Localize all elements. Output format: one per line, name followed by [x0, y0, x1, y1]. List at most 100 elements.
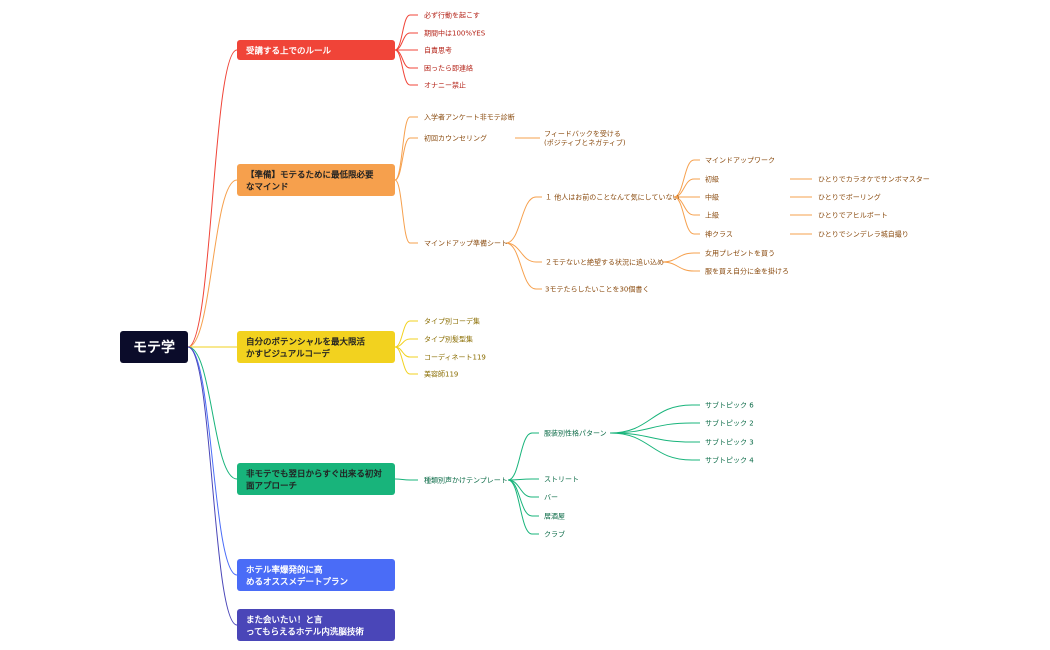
connector-line: [609, 422, 693, 434]
node-visual-1-label: タイプ別髪型集: [424, 335, 473, 344]
node-rules-0[interactable]: 必ず行動を起こす: [424, 11, 480, 20]
node-challenge-4[interactable]: ひとりでシンデレラ城自撮り: [818, 230, 909, 239]
connector-line: [661, 261, 695, 272]
node-text: 自責思考: [424, 46, 452, 55]
topic-box-bg: [237, 463, 395, 495]
connector-line: [507, 479, 533, 517]
node-text: ひとりでアヒルボート: [818, 212, 888, 220]
topic-text-line: 受講する上でのルール: [246, 46, 332, 57]
node-prep-0[interactable]: 入学者アンケート非モテ診断: [424, 113, 515, 122]
node-mind-1[interactable]: ２モテないと絶望する状況に追い込め: [545, 258, 664, 267]
node-level-1-1[interactable]: 服を買え自分に金を掛けろ: [705, 267, 789, 276]
node-visual-0-label: タイプ別コーデ集: [424, 317, 480, 326]
root-box-bg: [120, 331, 188, 363]
node-visual-0[interactable]: タイプ別コーデ集: [424, 317, 480, 326]
node-text: タイプ別コーデ集: [424, 317, 480, 326]
node-level-0-4[interactable]: 神クラス: [705, 230, 733, 239]
node-prep-1[interactable]: 初回カウンセリング: [424, 134, 487, 143]
node-approach-0[interactable]: 種類別声かけテンプレート: [424, 476, 508, 485]
topic-text-line: ってもらえるホテル内洗脳技術: [246, 627, 364, 638]
node-text: コーディネート119: [424, 353, 486, 362]
node-approach-4-label: クラブ: [544, 530, 565, 539]
node-text: 必ず行動を起こす: [424, 11, 480, 20]
node-subtopic-1[interactable]: サブトピック 2: [705, 419, 754, 428]
node-challenge-3[interactable]: ひとりでアヒルボート: [818, 212, 888, 220]
node-text: ２モテないと絶望する状況に追い込め: [545, 258, 664, 267]
node-challenge-4-label: ひとりでシンデレラ城自撮り: [818, 230, 909, 239]
branch-meet: また会いたい！と言ってもらえるホテル内洗脳技術: [237, 609, 395, 641]
node-subtopic-2[interactable]: サブトピック 3: [705, 438, 754, 447]
node-visual-3[interactable]: 美容師119: [424, 370, 458, 379]
connector-line: [661, 252, 695, 263]
topic-hotel[interactable]: ホテル率爆発的に高めるオススメデートプラン: [237, 559, 395, 591]
node-level-0-2[interactable]: 中級: [705, 193, 719, 202]
root-topic[interactable]: モテ学: [120, 331, 188, 363]
node-approach-1[interactable]: ストリート: [544, 476, 579, 484]
node-challenge-1-label: ひとりでカラオケでサンボマスター: [818, 175, 930, 184]
connector-line: [505, 242, 537, 263]
topic-visual[interactable]: 自分のポテンシャルを最大限活かすビジュアルコーデ: [237, 331, 395, 363]
branch-prep: 【準備】モテるために最低限必要なマインド 入学者アンケート非モテ診断初回カウンセリ…: [237, 113, 930, 294]
node-level-0-0[interactable]: マインドアップワーク: [705, 157, 775, 165]
node-rules-2[interactable]: 自責思考: [424, 46, 452, 55]
node-text: サブトピック 4: [705, 456, 754, 465]
node-approach-0[interactable]: 服装別性格パターン: [544, 429, 607, 438]
topic-text-line: 面アプローチ: [246, 481, 297, 492]
node-level-0-1[interactable]: 初級: [705, 175, 719, 184]
topic-label: また会いたい！と言ってもらえるホテル内洗脳技術: [246, 615, 364, 638]
topic-meet[interactable]: また会いたい！と言ってもらえるホテル内洗脳技術: [237, 609, 395, 641]
node-level-1-0-label: 女用プレゼントを買う: [705, 249, 775, 258]
topic-approach[interactable]: 非モテでも翌日からすぐ出来る初対面アプローチ: [237, 463, 395, 495]
node-text: (ポジティブとネガティブ): [544, 138, 626, 147]
node-approach-2[interactable]: バー: [544, 494, 558, 502]
node-prep-2[interactable]: マインドアップ準備シート: [424, 239, 508, 248]
node-subtopic-0[interactable]: サブトピック 6: [705, 401, 754, 410]
node-rules-4-label: オナニー禁止: [424, 81, 466, 90]
node-text: ひとりでカラオケでサンボマスター: [818, 175, 930, 184]
topic-text-line: また会いたい！と言: [246, 615, 323, 626]
node-rules-0-label: 必ず行動を起こす: [424, 11, 480, 20]
node-visual-1[interactable]: タイプ別髪型集: [424, 335, 473, 344]
connector-line: [394, 116, 411, 181]
connector-line: [609, 404, 693, 434]
connector-line: [609, 432, 693, 461]
node-subtopic-3[interactable]: サブトピック 4: [705, 456, 754, 465]
topic-rules[interactable]: 受講する上でのルール: [237, 40, 395, 60]
node-rules-3-label: 困ったら即連絡: [424, 64, 473, 73]
topic-prep[interactable]: 【準備】モテるために最低限必要なマインド: [237, 164, 395, 196]
node-challenge-2[interactable]: ひとりでボーリング: [818, 193, 881, 202]
node-approach-3[interactable]: 居酒屋: [544, 513, 565, 521]
node-text: 居酒屋: [544, 513, 565, 521]
connector-line: [505, 242, 537, 290]
connector-line: [394, 478, 411, 481]
node-challenge-2-label: ひとりでボーリング: [818, 193, 881, 202]
node-level-1-0[interactable]: 女用プレゼントを買う: [705, 249, 775, 258]
topic-text-line: ホテル率爆発的に高: [246, 565, 323, 576]
node-level-1-1-label: 服を買え自分に金を掛けろ: [705, 267, 789, 276]
node-rules-4[interactable]: オナニー禁止: [424, 81, 466, 90]
root-label: モテ学: [133, 339, 175, 356]
node-text: サブトピック 2: [705, 419, 754, 428]
connector-line: [394, 14, 411, 51]
node-rules-1[interactable]: 期間中は100%YES: [424, 29, 486, 38]
connector-line: [394, 346, 411, 375]
node-text: 種類別声かけテンプレート: [424, 476, 508, 485]
topic-label: 受講する上でのルール: [246, 46, 332, 57]
node-text: ひとりでボーリング: [818, 193, 881, 202]
node-level-0-3[interactable]: 上級: [705, 211, 719, 220]
node-visual-2[interactable]: コーディネート119: [424, 353, 486, 362]
node-feedback[interactable]: フィードバックを受ける(ポジティブとネガティブ): [544, 129, 626, 147]
node-mind-0[interactable]: １ 他人はお前のことなんて気にしていない: [545, 193, 679, 202]
node-level-0-4-label: 神クラス: [705, 230, 733, 239]
node-text: 初級: [705, 175, 719, 184]
topic-text-line: めるオススメデートプラン: [246, 577, 349, 588]
node-mind-2[interactable]: 3モテたらしたいことを30個書く: [545, 285, 649, 294]
connector-line: [673, 196, 695, 235]
node-rules-3[interactable]: 困ったら即連絡: [424, 64, 473, 73]
node-text: ひとりでシンデレラ城自撮り: [818, 230, 909, 239]
node-approach-4[interactable]: クラブ: [544, 530, 565, 539]
node-challenge-1[interactable]: ひとりでカラオケでサンボマスター: [818, 175, 930, 184]
node-level-0-3-label: 上級: [705, 211, 719, 220]
topic-label: 非モテでも翌日からすぐ出来る初対面アプローチ: [246, 469, 382, 492]
